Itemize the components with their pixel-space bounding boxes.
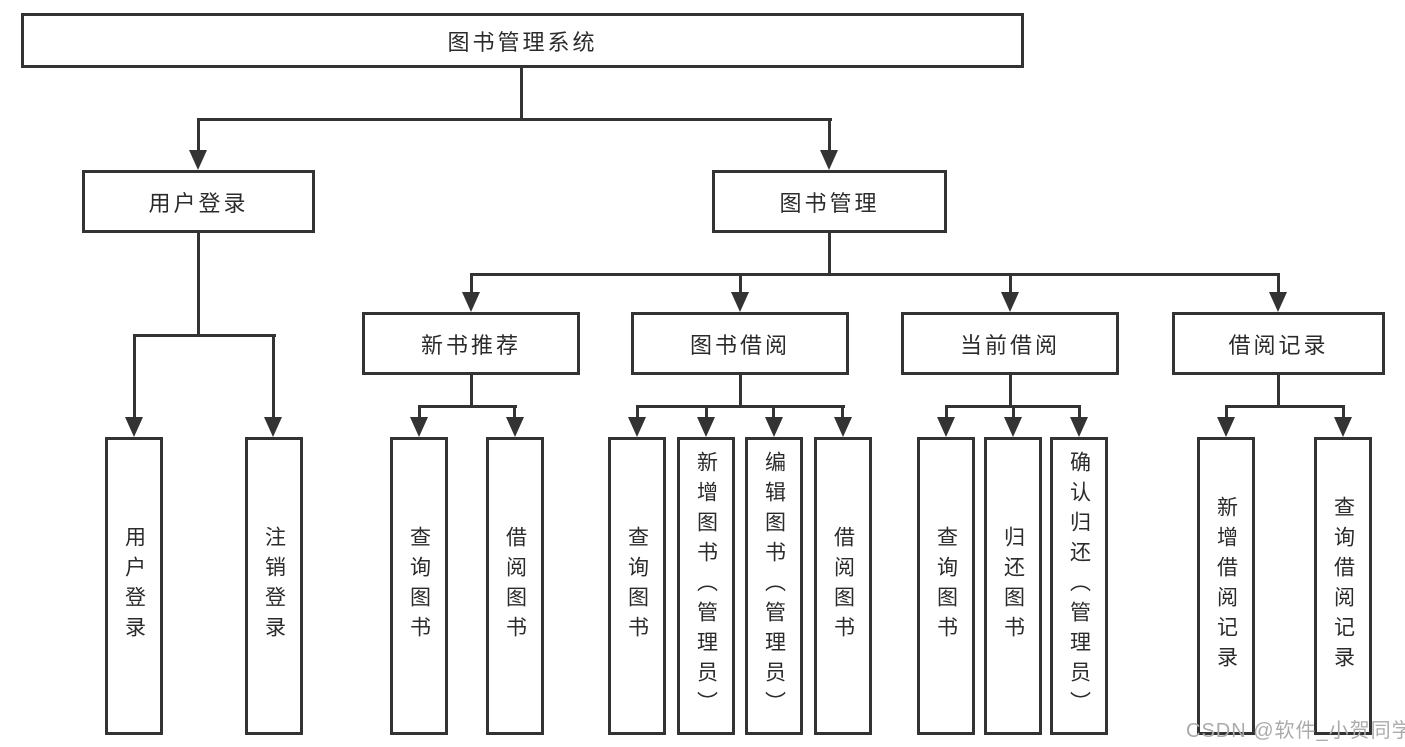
connector-arrowhead-icon [1334,417,1352,437]
connector-line [418,405,421,419]
connector-arrowhead-icon [834,417,852,437]
connector-line [197,118,200,152]
connector-arrowhead-icon [937,417,955,437]
connector-arrowhead-icon [1269,292,1287,312]
connector-line [841,405,844,419]
leaf-return-books: 归还图书 [984,437,1042,735]
leaf-add-borrow-record: 新增借阅记录 [1197,437,1255,735]
connector-arrowhead-icon [189,150,207,170]
leaf-query-borrow-record: 查询借阅记录 [1314,437,1372,735]
leaf-query-books-current: 查询图书 [917,437,975,735]
leaf-logout-login: 注销登录 [245,437,303,735]
connector-arrowhead-icon [628,417,646,437]
leaf-query-books-borrow: 查询图书 [608,437,666,735]
leaf-label: 新增图书（管理员） [694,451,718,721]
node-label: 借阅记录 [1228,332,1329,358]
leaf-borrow-books: 借阅图书 [814,437,872,735]
connector-line [1225,405,1345,408]
connector-line [513,405,516,419]
connector-line [197,231,200,337]
connector-line [133,334,136,419]
node-label: 新书推荐 [420,332,521,358]
connector-line [1277,273,1280,294]
connector-arrowhead-icon [506,417,524,437]
connector-line [1009,373,1012,408]
connector-arrowhead-icon [1004,417,1022,437]
leaf-borrow-books-recommend: 借阅图书 [486,437,544,735]
connector-line [739,373,742,408]
node-book-borrowing: 图书借阅 [631,312,849,375]
connector-line [1342,405,1345,419]
leaf-user-login: 用户登录 [105,437,163,735]
node-current-borrowing: 当前借阅 [901,312,1119,375]
leaf-label: 查询图书 [934,526,958,646]
connector-line [133,334,276,337]
connector-line [470,273,1280,276]
leaf-label: 查询图书 [407,526,431,646]
connector-line [520,66,523,121]
connector-line [739,273,742,294]
leaf-label: 借阅图书 [503,526,527,646]
connector-line [828,118,831,152]
connector-line [1277,373,1280,408]
connector-line [1009,273,1012,294]
connector-line [418,405,517,408]
connector-arrowhead-icon [1070,417,1088,437]
node-label: 图书管理 [779,190,880,216]
connector-arrowhead-icon [820,150,838,170]
csdn-watermark: CSDN @软件_小贺同学 [1186,720,1405,742]
connector-line [636,405,845,408]
connector-arrowhead-icon [462,292,480,312]
connector-line [1078,405,1081,419]
node-label: 图书管理系统 [447,29,598,55]
connector-line [272,334,275,419]
node-borrowing-records: 借阅记录 [1172,312,1385,375]
connector-line [1225,405,1228,419]
node-user-login: 用户登录 [82,170,315,233]
leaf-label: 新增借阅记录 [1214,496,1238,676]
leaf-label: 确认归还（管理员） [1067,451,1091,721]
leaf-query-books-recommend: 查询图书 [390,437,448,735]
node-book-management: 图书管理 [712,170,947,233]
node-new-book-recommendation: 新书推荐 [362,312,580,375]
connector-line [705,405,708,419]
connector-arrowhead-icon [1001,292,1019,312]
leaf-label: 注销登录 [262,526,286,646]
connector-arrowhead-icon [125,417,143,437]
leaf-label: 查询图书 [625,526,649,646]
leaf-confirm-return-admin: 确认归还（管理员） [1050,437,1108,735]
node-label: 当前借阅 [959,332,1060,358]
connector-line [470,373,473,408]
connector-arrowhead-icon [765,417,783,437]
node-label: 用户登录 [148,190,249,216]
leaf-label: 借阅图书 [831,526,855,646]
leaf-add-books-admin: 新增图书（管理员） [677,437,735,735]
leaf-label: 编辑图书（管理员） [762,451,786,721]
connector-arrowhead-icon [264,417,282,437]
node-label: 图书借阅 [689,332,790,358]
connector-line [1012,405,1015,419]
connector-arrowhead-icon [410,417,428,437]
connector-line [772,405,775,419]
connector-line [828,230,831,276]
connector-line [197,118,832,121]
leaf-label: 查询借阅记录 [1331,496,1355,676]
connector-arrowhead-icon [1217,417,1235,437]
connector-arrowhead-icon [697,417,715,437]
node-library-management-system: 图书管理系统 [21,13,1024,68]
leaf-edit-books-admin: 编辑图书（管理员） [745,437,803,735]
connector-arrowhead-icon [731,292,749,312]
leaf-label: 归还图书 [1001,526,1025,646]
connector-line [636,405,639,419]
connector-line [470,273,473,294]
leaf-label: 用户登录 [122,526,146,646]
connector-line [945,405,948,419]
